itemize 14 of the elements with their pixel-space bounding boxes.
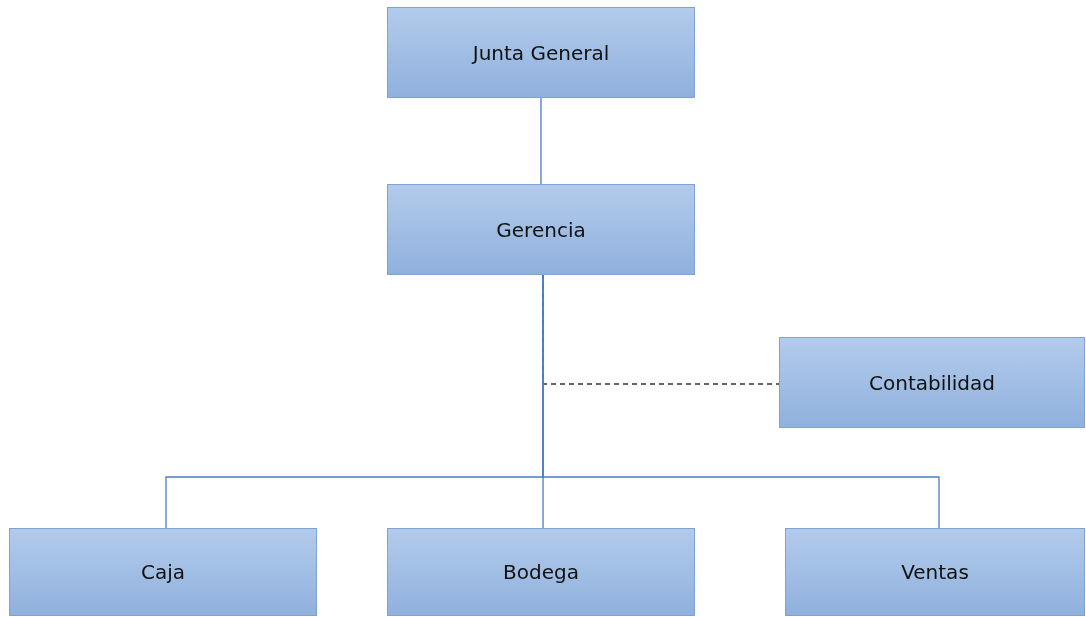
box-label: Junta General xyxy=(472,40,610,65)
org-box xyxy=(387,184,695,275)
box-label: Gerencia xyxy=(496,217,586,242)
org-box xyxy=(779,337,1085,428)
org-box xyxy=(387,528,695,616)
box-label: Contabilidad xyxy=(869,370,995,395)
box-label: Caja xyxy=(140,560,185,584)
org-box xyxy=(9,528,317,616)
connector-line xyxy=(542,274,940,529)
box-label: Ventas xyxy=(901,560,969,584)
box-label: Bodega xyxy=(503,560,579,584)
org-box xyxy=(785,528,1085,616)
org-box xyxy=(387,7,695,98)
connector-line xyxy=(540,97,542,185)
